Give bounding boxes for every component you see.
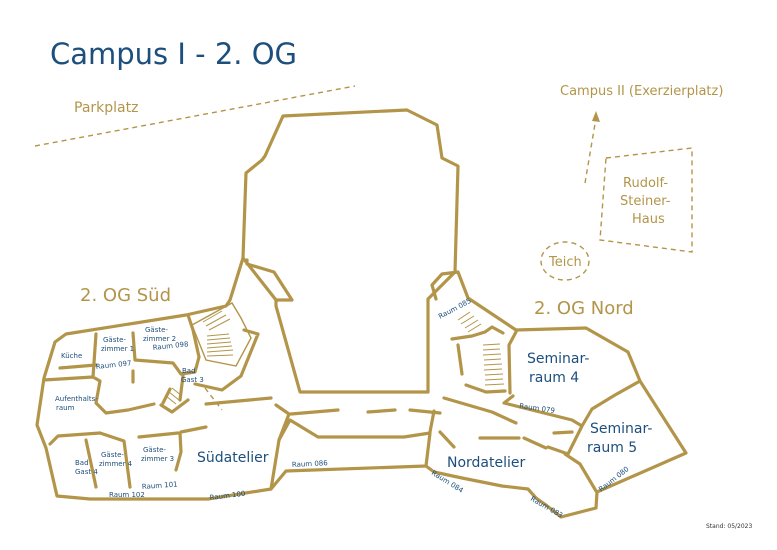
south-dashed-link: [204, 387, 223, 411]
seminarraum-4-label-2: raum 4: [529, 370, 579, 386]
south-wing-wall: [35, 256, 294, 501]
aufenthaltsraum-label-2: raum: [56, 404, 75, 412]
nordatelier-label: Nordatelier: [447, 455, 526, 471]
room-number-086: Raum 086: [292, 459, 329, 469]
gaestezimmer-1-label-2: zimmer 1: [101, 345, 134, 353]
room-number-097: Raum 097: [95, 359, 131, 371]
bad-gast-3-label-1: Bad: [182, 367, 196, 375]
room-number-079: Raum 079: [519, 402, 556, 415]
room-number-083: Raum 083: [529, 495, 564, 520]
north-inner-walls: [428, 325, 642, 493]
rudolf-steiner-haus-outline: [599, 147, 693, 253]
gaestezimmer-3-label-2: zimmer 3: [141, 455, 174, 463]
room-number-098: Raum 098: [152, 340, 188, 352]
stand-date: Stand: 05/2023: [706, 523, 752, 530]
room-number-101: Raum 101: [142, 481, 178, 491]
gaestezimmer-2-label-2: zimmer 2: [143, 335, 176, 343]
south-stairs: [165, 310, 234, 405]
parkplatz-label: Parkplatz: [74, 100, 138, 116]
bad-gast-3-label-2: Gast 3: [181, 376, 204, 384]
arrow-head-icon: [592, 111, 600, 122]
seminarraum-5-label-1: Seminar-: [590, 421, 652, 437]
kueche-label: Küche: [61, 352, 82, 360]
teich-label: Teich: [548, 255, 582, 270]
page-title: Campus I - 2. OG: [50, 37, 297, 71]
bad-gast-4-label-1: Bad: [75, 459, 89, 467]
parking-dashed-line: [34, 85, 356, 147]
room-number-084: Raum 084: [430, 469, 465, 495]
campus2-label: Campus II (Exerzierplatz): [560, 84, 723, 99]
rudolf-label-3: Haus: [632, 212, 665, 227]
gaestezimmer-2-label-1: Gäste-: [145, 326, 168, 334]
rudolf-label-2: Steiner-: [620, 194, 671, 209]
og-nord-label: 2. OG Nord: [534, 298, 634, 319]
seminarraum-4-label-1: Seminar-: [527, 351, 589, 367]
north-wing-wall: [424, 270, 688, 519]
aufenthaltsraum-label-1: Aufenthalts-: [55, 395, 98, 403]
og-sued-label: 2. OG Süd: [80, 285, 171, 306]
teich-outline: [540, 241, 590, 281]
middle-corridor-wall: [269, 408, 442, 491]
room-number-102: Raum 102: [109, 491, 145, 499]
central-hall-wall: [241, 108, 460, 394]
north-stairs: [457, 311, 505, 386]
gaestezimmer-1-label-1: Gäste-: [103, 336, 126, 344]
direction-arrow-icon: [584, 117, 597, 184]
gaestezimmer-4-label-2: zimmer 4: [99, 460, 133, 468]
rudolf-label-1: Rudolf-: [623, 176, 668, 191]
seminarraum-5-label-2: raum 5: [587, 440, 637, 456]
suedatelier-label: Südatelier: [197, 450, 269, 466]
gaestezimmer-3-label-1: Gäste-: [143, 446, 166, 454]
bad-gast-4-label-2: Gast 4: [75, 468, 98, 476]
gaestezimmer-4-label-1: Gäste-: [101, 451, 124, 459]
south-stair-outline: [191, 302, 252, 367]
room-number-100: Raum 100: [209, 490, 246, 502]
room-number-085: Raum 085: [437, 297, 472, 321]
